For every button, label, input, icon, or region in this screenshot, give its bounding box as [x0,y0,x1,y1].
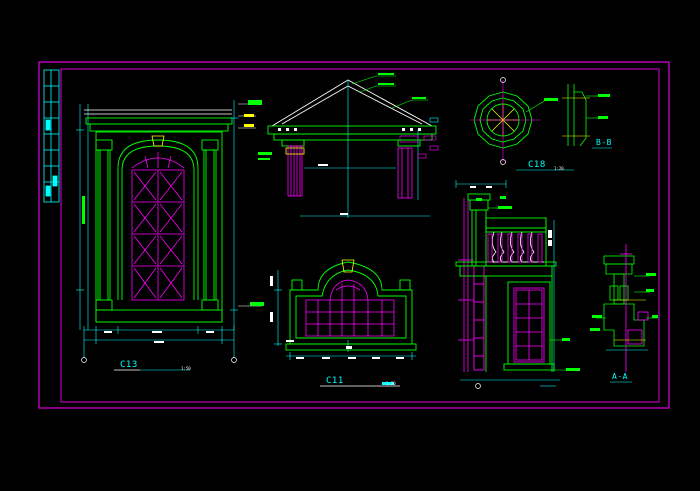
c13-door-panels [131,169,185,301]
title-block [43,69,60,203]
section-b-b [562,84,612,149]
balusters [488,231,544,263]
pediment-elevation [258,73,439,218]
c13-scale-label: 1:50 [181,366,191,371]
balcony-section-elevation [455,180,580,389]
c13-view-label: C13 [120,360,138,370]
outer-sheet-frame [38,61,670,409]
c11-scale-label: 1:20 [386,381,396,386]
c18-scale-label: 1:20 [554,166,564,171]
c13-door-elevation [76,100,264,371]
section-b-label: B-B [596,138,612,147]
c11-view-label: C11 [326,376,344,386]
c18-round-window [470,77,574,171]
section-a-a [590,244,658,383]
section-a-label: A-A [612,372,628,381]
inner-sheet-frame [60,68,660,403]
c11-window-elevation [270,259,417,387]
c18-view-label: C18 [528,160,546,170]
